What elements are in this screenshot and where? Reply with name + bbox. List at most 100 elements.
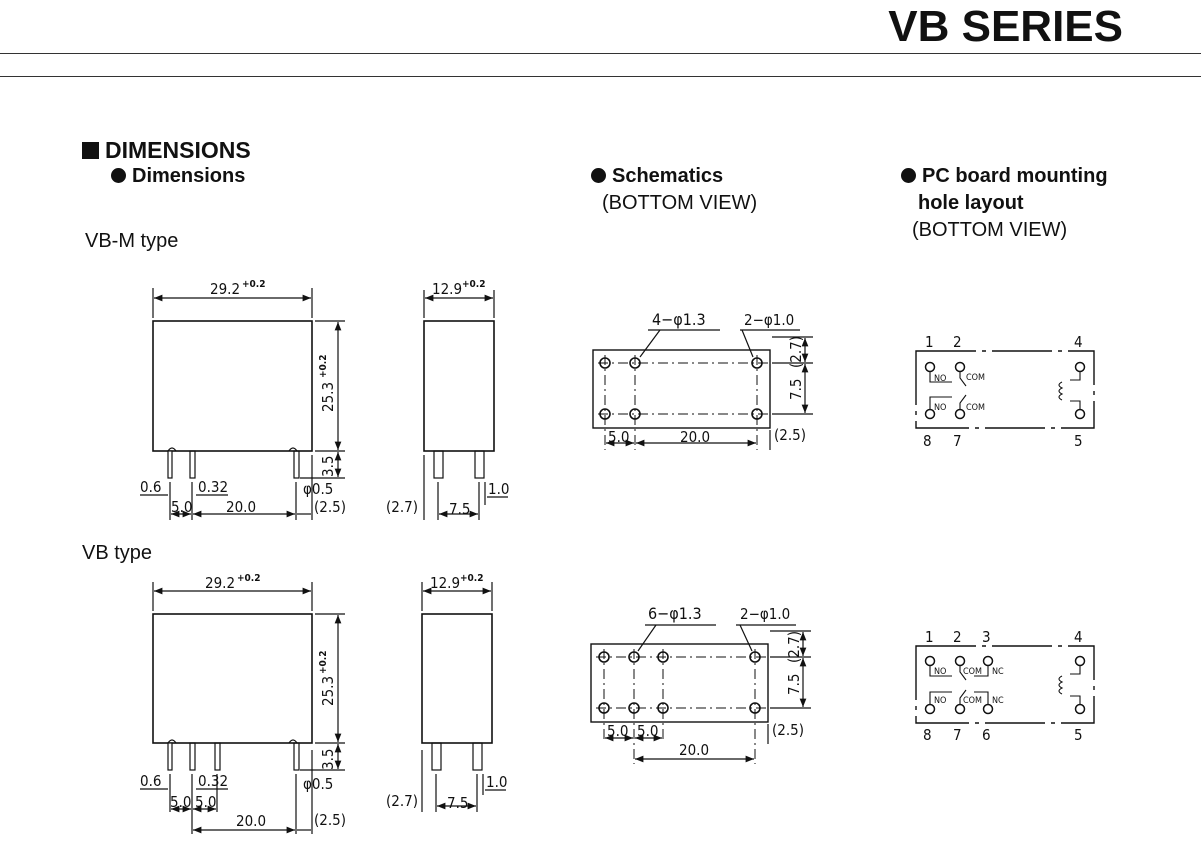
vbm-schematic-hole	[629, 357, 641, 369]
vb-pcb-label: NO	[934, 696, 946, 706]
vb-front-height: 25.3	[319, 676, 337, 706]
vbm-schematic-hole	[751, 357, 763, 369]
vb-side-pin	[472, 742, 483, 771]
vb-front-pin	[293, 742, 300, 771]
vbm-front-height: 25.3	[319, 382, 337, 412]
vb-schematic: 6−φ1.3 2−φ1.0 (2.7) 7.5 5.0 5.0 20.0 (2.…	[590, 604, 811, 764]
vb-side-width: 12.9	[430, 574, 460, 592]
header-rule-bottom	[0, 76, 1201, 77]
vb-front-width: 29.2	[205, 574, 235, 592]
vb-schematic-hole	[598, 702, 610, 714]
vb-pcb-pin-8: 8	[923, 726, 932, 744]
vb-pcb-pin-1: 1	[925, 628, 934, 646]
dimensions-heading: Dimensions	[111, 165, 245, 188]
vb-front-pitch2: 20.0	[236, 812, 266, 830]
vbm-pcb-label: COM	[966, 373, 985, 383]
section-title: DIMENSIONS	[82, 137, 251, 164]
vb-schematic-hole	[749, 702, 761, 714]
vbm-pcb-label: NO	[934, 374, 946, 384]
pcb-heading: PC board mounting	[901, 165, 1108, 188]
vb-front-pitch1b: 5.0	[195, 793, 216, 811]
bullet-icon	[901, 168, 916, 183]
vb-front-width-tol: +0.2	[237, 573, 260, 584]
vb-schematic-hole	[657, 702, 669, 714]
vbm-pcb-label: COM	[966, 403, 985, 413]
vb-side-left: (2.7)	[386, 792, 418, 810]
vb-pcb-layout: 1 2 3 4 8 7 6 5 NO COM NC NO COM NC	[915, 628, 1095, 744]
vbm-pcb-layout: 1 2 4 8 7 5 NO COM NO COM	[915, 333, 1095, 450]
vbm-schematic-v-mid: 7.5	[787, 379, 805, 400]
vbm-side-width-tol: +0.2	[462, 279, 485, 290]
vb-side-pin	[431, 742, 442, 771]
vb-schematic-v-mid: 7.5	[785, 674, 803, 695]
vb-schematic-h-off: (2.5)	[772, 721, 804, 739]
vb-pcb-pin-6: 6	[982, 726, 991, 744]
vbm-schematic-hole	[751, 408, 763, 420]
vbm-schematic: 4−φ1.3 2−φ1.0 (2.7) 7.5 5.0 20.0 (2.5)	[592, 310, 813, 450]
vbm-front-width-tol: +0.2	[242, 279, 265, 290]
vbm-schematic-h2: 20.0	[680, 428, 710, 446]
vb-pcb-label: NC	[992, 667, 1004, 677]
vbm-side-view: 12.9 +0.2 (2.7) 7.5 1.0	[386, 279, 509, 520]
vbm-side-pin	[474, 450, 485, 479]
vb-pcb-pin-3: 3	[982, 628, 991, 646]
vbm-side-width: 12.9	[432, 280, 462, 298]
vb-schematic-hole	[749, 651, 761, 663]
vbm-schematic-hole	[599, 408, 611, 420]
vb-side-body	[421, 613, 493, 744]
vb-schematic-hole-small: 2−φ1.0	[740, 605, 790, 623]
vbm-front-body	[152, 320, 313, 452]
vbm-side-pin: 1.0	[488, 480, 509, 498]
vb-pcb-pin-5: 5	[1074, 726, 1083, 744]
vbm-pcb-pin-2: 2	[953, 333, 962, 351]
vbm-front-pin	[189, 450, 196, 479]
vbm-front-pitch2: 20.0	[226, 498, 256, 516]
vbm-front-pin-len: 3.5	[319, 456, 337, 477]
vb-side-view: 12.9 +0.2 (2.7) 7.5 1.0	[386, 573, 507, 812]
vbm-schematic-v-top: (2.7)	[787, 336, 805, 368]
vbm-pcb-pin-8: 8	[923, 432, 932, 450]
vb-pcb-pin-7: 7	[953, 726, 962, 744]
vbm-schematic-hole-big: 4−φ1.3	[652, 310, 706, 329]
vb-front-pin	[189, 742, 196, 771]
square-bullet-icon	[82, 142, 99, 159]
vb-schematic-v-top: (2.7)	[785, 631, 803, 663]
vb-front-pin	[167, 742, 173, 771]
vb-front-pin-w: 0.6	[140, 772, 161, 790]
vb-schematic-outline	[590, 643, 769, 723]
vbm-front-width: 29.2	[210, 280, 240, 298]
vb-schematic-hole	[628, 702, 640, 714]
vb-front-offset: (2.5)	[314, 811, 346, 829]
vb-schematic-h2: 20.0	[679, 741, 709, 759]
vb-schematic-hole-big: 6−φ1.3	[648, 604, 702, 623]
vb-front-pin-t: 0.32	[198, 772, 228, 790]
vbm-front-pin-t: 0.32	[198, 478, 228, 496]
vb-schematic-h1: 5.0	[607, 722, 628, 740]
vbm-schematic-h1: 5.0	[608, 428, 629, 446]
vb-pcb-pin-4: 4	[1074, 628, 1083, 646]
schematics-view-label: (BOTTOM VIEW)	[602, 192, 758, 214]
vbm-pcb-outline	[915, 350, 1095, 429]
vb-pcb-label: COM	[963, 667, 982, 677]
vb-front-pin-dia: φ0.5	[303, 775, 333, 793]
vbm-side-left: (2.7)	[386, 498, 418, 516]
vb-schematic-h1b: 5.0	[637, 722, 658, 740]
vb-type-label: VB type	[82, 542, 153, 564]
bullet-icon	[591, 168, 606, 183]
dimensions-heading-text: Dimensions	[132, 165, 246, 187]
vbm-front-pitch1: 5.0	[171, 498, 192, 516]
pcb-heading-line1: PC board mounting	[922, 165, 1108, 187]
vbm-schematic-outline	[592, 349, 771, 429]
vb-front-pin	[214, 742, 221, 771]
vbm-schematic-hole	[599, 357, 611, 369]
section-title-text: DIMENSIONS	[105, 137, 251, 163]
vbm-pcb-pin-4: 4	[1074, 333, 1083, 351]
vbm-pcb-label: NO	[934, 403, 946, 413]
vbm-front-pin-dia: φ0.5	[303, 480, 333, 498]
vb-schematic-hole	[628, 651, 640, 663]
vb-side-width-tol: +0.2	[460, 573, 483, 584]
vbm-side-pin	[433, 450, 444, 479]
vb-front-view: 29.2 +0.2 25.3 +0.2 3.5 0.6 0.32 φ0.5 5.…	[140, 573, 346, 834]
vbm-pcb-pin-5: 5	[1074, 432, 1083, 450]
